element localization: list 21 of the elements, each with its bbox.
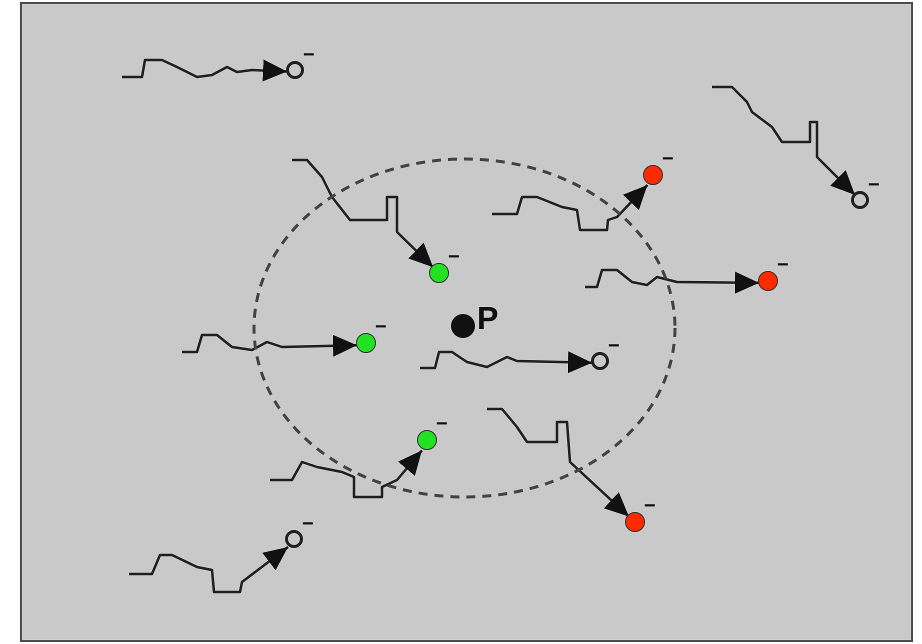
- charge-sign: −: [777, 255, 789, 275]
- random-walk-arrow: [420, 350, 592, 374]
- charge-sign: −: [662, 149, 674, 169]
- random-walk-arrow: [492, 184, 648, 232]
- charge-sign: −: [448, 247, 460, 267]
- charge-sign: −: [436, 414, 448, 434]
- random-walk-arrow: [292, 158, 434, 268]
- charge-sign: −: [303, 45, 315, 65]
- charge-sign: −: [608, 336, 620, 356]
- charge-sign: −: [868, 175, 880, 195]
- random-walk-arrow: [585, 268, 760, 294]
- random-walk-arrow: [182, 334, 358, 357]
- charge-sign: −: [302, 514, 314, 534]
- charge-sign: −: [644, 496, 656, 516]
- random-walk-arrow: [129, 546, 289, 594]
- random-walk-arrow: [122, 58, 288, 82]
- random-walk-arrow: [487, 408, 630, 518]
- random-walk-arrow: [712, 86, 856, 196]
- charge-sign: −: [375, 317, 387, 337]
- point-label: P: [477, 302, 498, 334]
- random-walk-arrow: [270, 450, 423, 498]
